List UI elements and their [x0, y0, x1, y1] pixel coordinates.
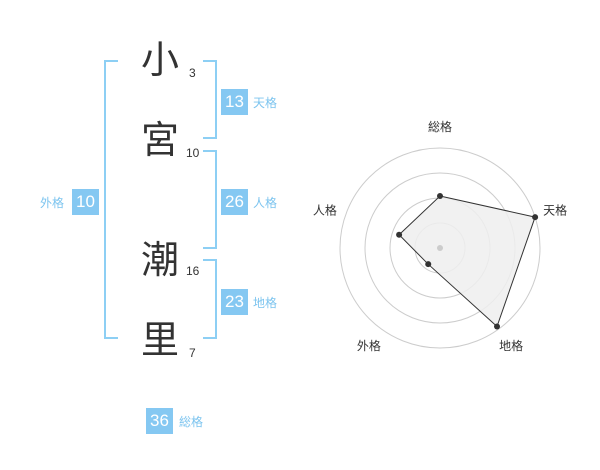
radar-area	[398, 195, 536, 328]
radar-axis-label-1: 総格	[428, 119, 452, 134]
tenkaku-label: 天格	[253, 96, 278, 110]
radar-point-1	[437, 193, 443, 199]
radar-center-dot	[437, 245, 443, 251]
tenkaku-value: 13	[221, 89, 248, 115]
radar-axis-label-2: 天格	[543, 203, 567, 218]
name-char-4: 里	[140, 318, 179, 362]
jinkaku-label: 人格	[253, 196, 278, 210]
name-char-3: 潮	[140, 238, 179, 282]
tenkaku-bracket	[203, 60, 217, 139]
stroke-count-4: 7	[189, 346, 196, 360]
name-char-1: 小	[140, 38, 179, 82]
radar-point-3	[494, 323, 501, 330]
radar-point-5	[396, 231, 403, 238]
jinkaku-value: 26	[221, 189, 248, 215]
gaikaku-bracket	[104, 60, 118, 339]
stroke-count-2: 10	[186, 146, 200, 160]
jinkaku-bracket	[203, 150, 217, 249]
soukaku-label: 総格	[179, 415, 204, 429]
gaikaku-value: 10	[72, 189, 99, 215]
gaikaku-label: 外格	[40, 196, 65, 210]
stroke-count-1: 3	[189, 66, 196, 80]
radar-axis-label-3: 地格	[499, 338, 523, 353]
radar-axis-label-4: 外格	[357, 338, 381, 353]
radar-point-2	[532, 214, 539, 221]
radar-axis-label-5: 人格	[313, 203, 337, 218]
radar-point-4	[425, 261, 432, 268]
chikaku-value: 23	[221, 289, 248, 315]
chikaku-label: 地格	[253, 296, 278, 310]
radar-ring-4	[339, 147, 541, 349]
chikaku-bracket	[203, 259, 217, 339]
soukaku-value: 36	[146, 408, 173, 434]
stroke-count-3: 16	[186, 264, 200, 278]
name-char-2: 宮	[140, 118, 179, 162]
